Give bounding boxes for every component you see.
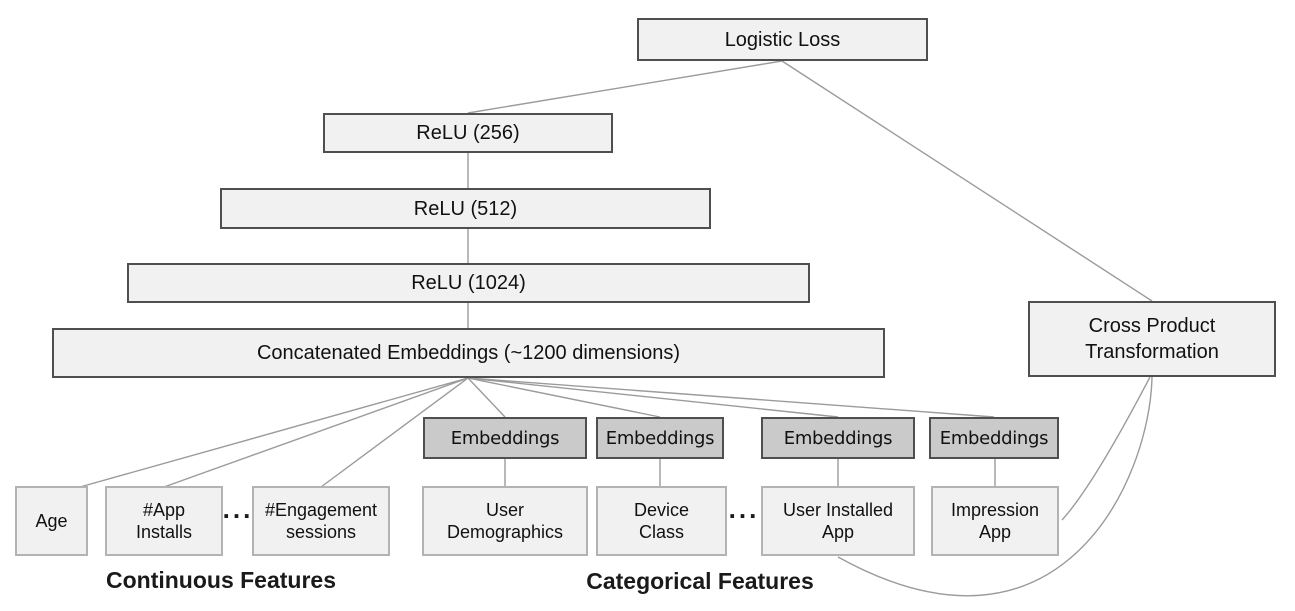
edge-crossproduct-user-installed-app (837, 376, 1153, 597)
node-age: Age (15, 486, 88, 556)
node-relu-512: ReLU (512) (220, 188, 711, 229)
edge-concat-age (79, 377, 469, 488)
edge-concat-engagement (320, 377, 469, 488)
node-embeddings-2: Embeddings (596, 417, 724, 459)
node-impression-app: Impression App (931, 486, 1059, 556)
edge-concat-embeddings-2 (467, 377, 661, 418)
node-logistic-loss: Logistic Loss (637, 18, 928, 61)
node-relu-1024: ReLU (1024) (127, 263, 810, 303)
edge-concat-embeddings-1 (467, 377, 506, 418)
label-categorical-features: Categorical Features (586, 568, 814, 594)
edge-concat-embeddings-3 (467, 377, 839, 418)
edge-loss-relu256 (467, 60, 783, 114)
edge-concat-embeddings-4 (467, 377, 995, 418)
node-app-installs: #App Installs (105, 486, 223, 556)
node-user-demographics: User Demographics (422, 486, 588, 556)
node-cross-product-transformation: Cross Product Transformation (1028, 301, 1276, 377)
edge-crossproduct-impression-app (1061, 376, 1151, 521)
node-device-class: Device Class (596, 486, 727, 556)
node-engagement-sessions: #Engagement sessions (252, 486, 390, 556)
node-embeddings-3: Embeddings (761, 417, 915, 459)
label-continuous-features: Continuous Features (105, 567, 336, 593)
node-embeddings-4: Embeddings (929, 417, 1059, 459)
ellipsis-categorical: ... (728, 494, 760, 524)
ellipsis-continuous: ... (222, 494, 254, 524)
edge-concat-app-installs (163, 377, 469, 488)
node-embeddings-1: Embeddings (423, 417, 587, 459)
node-concatenated-embeddings: Concatenated Embeddings (~1200 dimension… (52, 328, 885, 378)
node-user-installed-app: User Installed App (761, 486, 915, 556)
node-relu-256: ReLU (256) (323, 113, 613, 153)
edge-loss-crossproduct (781, 60, 1153, 302)
